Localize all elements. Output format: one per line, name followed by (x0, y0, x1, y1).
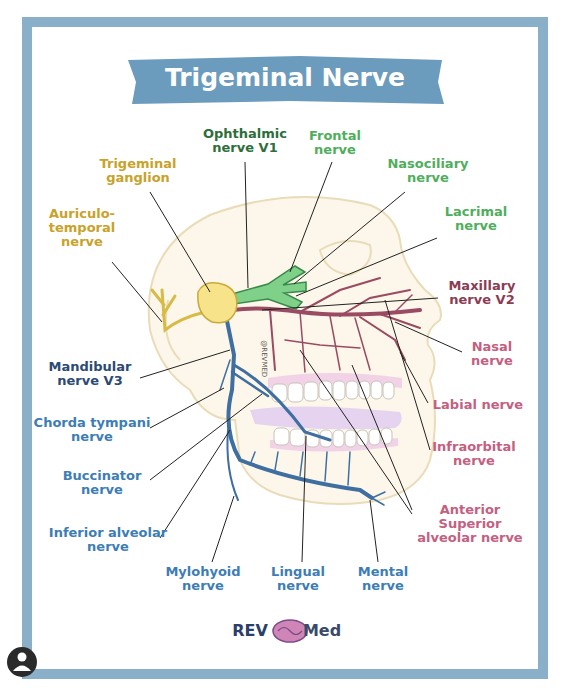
nerve-label: Nasociliary nerve (376, 157, 481, 185)
mandibular-branch (226, 316, 372, 498)
nerve-label: Lingual nerve (262, 565, 334, 593)
mandibular-branch (220, 316, 385, 505)
logo-brain (278, 628, 302, 635)
teeth (369, 429, 380, 445)
title-banner (128, 56, 444, 104)
nerve-label: Inferior alveolar nerve (36, 526, 181, 554)
nerve-label: Anterior Superior alveolar nerve (408, 503, 533, 545)
maxillary-branch (330, 316, 340, 370)
maxillary-branch (270, 310, 275, 370)
teeth (346, 381, 358, 399)
nerve-label: Lacrimal nerve (436, 205, 516, 233)
maxillary-branch (232, 308, 420, 314)
mandibular-branch (250, 452, 350, 485)
nerve-label: Frontal nerve (300, 129, 370, 157)
auriculotemporal-branch (163, 296, 175, 315)
title-banner (128, 56, 444, 104)
teeth (333, 381, 345, 400)
leader-lines (212, 496, 234, 562)
nerve-label: Maxillary nerve V2 (437, 279, 527, 307)
nerve-label: Auriculo- temporal nerve (38, 207, 126, 249)
nerve-label: Infraorbital nerve (422, 440, 527, 468)
teeth (371, 381, 382, 399)
logo-text: Med (297, 622, 347, 639)
trigeminal-ganglion (198, 283, 237, 323)
leader-lines (112, 162, 462, 562)
teeth (272, 384, 287, 402)
nerve-label: Mylohyoid nerve (158, 565, 248, 593)
mandibular-branch (220, 360, 230, 390)
teeth (357, 430, 368, 446)
teeth (304, 382, 318, 401)
leader-lines (385, 300, 430, 450)
tongue (250, 406, 402, 429)
nerve-label: Labial nerve (418, 398, 538, 412)
skull-outline (149, 197, 441, 504)
leader-lines (112, 262, 162, 322)
leader-lines (370, 500, 378, 562)
leader-lines (150, 192, 210, 292)
watermark: @REVMED (259, 329, 267, 389)
avatar-icon (7, 647, 37, 677)
logo-brain (273, 620, 307, 642)
nerve-label: Mental nerve (351, 565, 415, 593)
tongue (250, 406, 402, 429)
avatar-icon (7, 647, 37, 677)
avatar-icon (13, 666, 31, 672)
leader-lines (140, 350, 230, 378)
mandibular-branch (234, 365, 330, 440)
teeth (274, 428, 289, 445)
avatar-icon (18, 653, 27, 662)
leader-lines (245, 162, 248, 288)
maxillary-branch (355, 318, 370, 370)
trigeminal-ganglion (198, 283, 237, 323)
ophthalmic-branch (232, 266, 306, 309)
leader-lines (302, 436, 306, 562)
maxillary-branch (340, 290, 410, 316)
mandibular-branch (227, 430, 238, 500)
maxillary-branch (285, 340, 360, 348)
leader-lines (395, 322, 462, 352)
nerve-label: Chorda tympani nerve (27, 416, 157, 444)
title-text: Trigeminal Nerve (133, 63, 437, 92)
teeth (290, 429, 305, 446)
teeth (319, 381, 332, 400)
nerve-label: Nasal nerve (462, 340, 522, 368)
ophthalmic-branch (232, 266, 306, 309)
frame (27, 22, 543, 674)
auriculotemporal-branch (152, 290, 164, 305)
nerve-label: Mandibular nerve V3 (40, 360, 140, 388)
nerve-label: Trigeminal ganglion (88, 157, 188, 185)
teeth (381, 428, 392, 444)
leader-lines (150, 388, 224, 428)
logo-text: REV (225, 622, 275, 639)
nerve-label: Buccinator nerve (50, 469, 154, 497)
leader-lines (352, 365, 412, 510)
leader-lines (290, 162, 332, 272)
teeth (383, 382, 394, 399)
skull-outline (149, 197, 441, 504)
leader-lines (160, 430, 230, 538)
maxillary-branch (395, 295, 412, 312)
nerve-label: Ophthalmic nerve V1 (195, 127, 295, 155)
leader-lines (262, 298, 438, 310)
frame (27, 22, 543, 674)
leader-lines (296, 238, 437, 296)
teeth (345, 430, 356, 447)
teeth (288, 383, 303, 402)
leader-lines (294, 192, 405, 284)
skull-outline (320, 241, 371, 275)
leader-lines (300, 350, 412, 514)
mandibular-branch (372, 492, 385, 505)
logo-brain (273, 620, 307, 642)
maxillary-branch (380, 314, 420, 328)
teeth (333, 430, 344, 447)
